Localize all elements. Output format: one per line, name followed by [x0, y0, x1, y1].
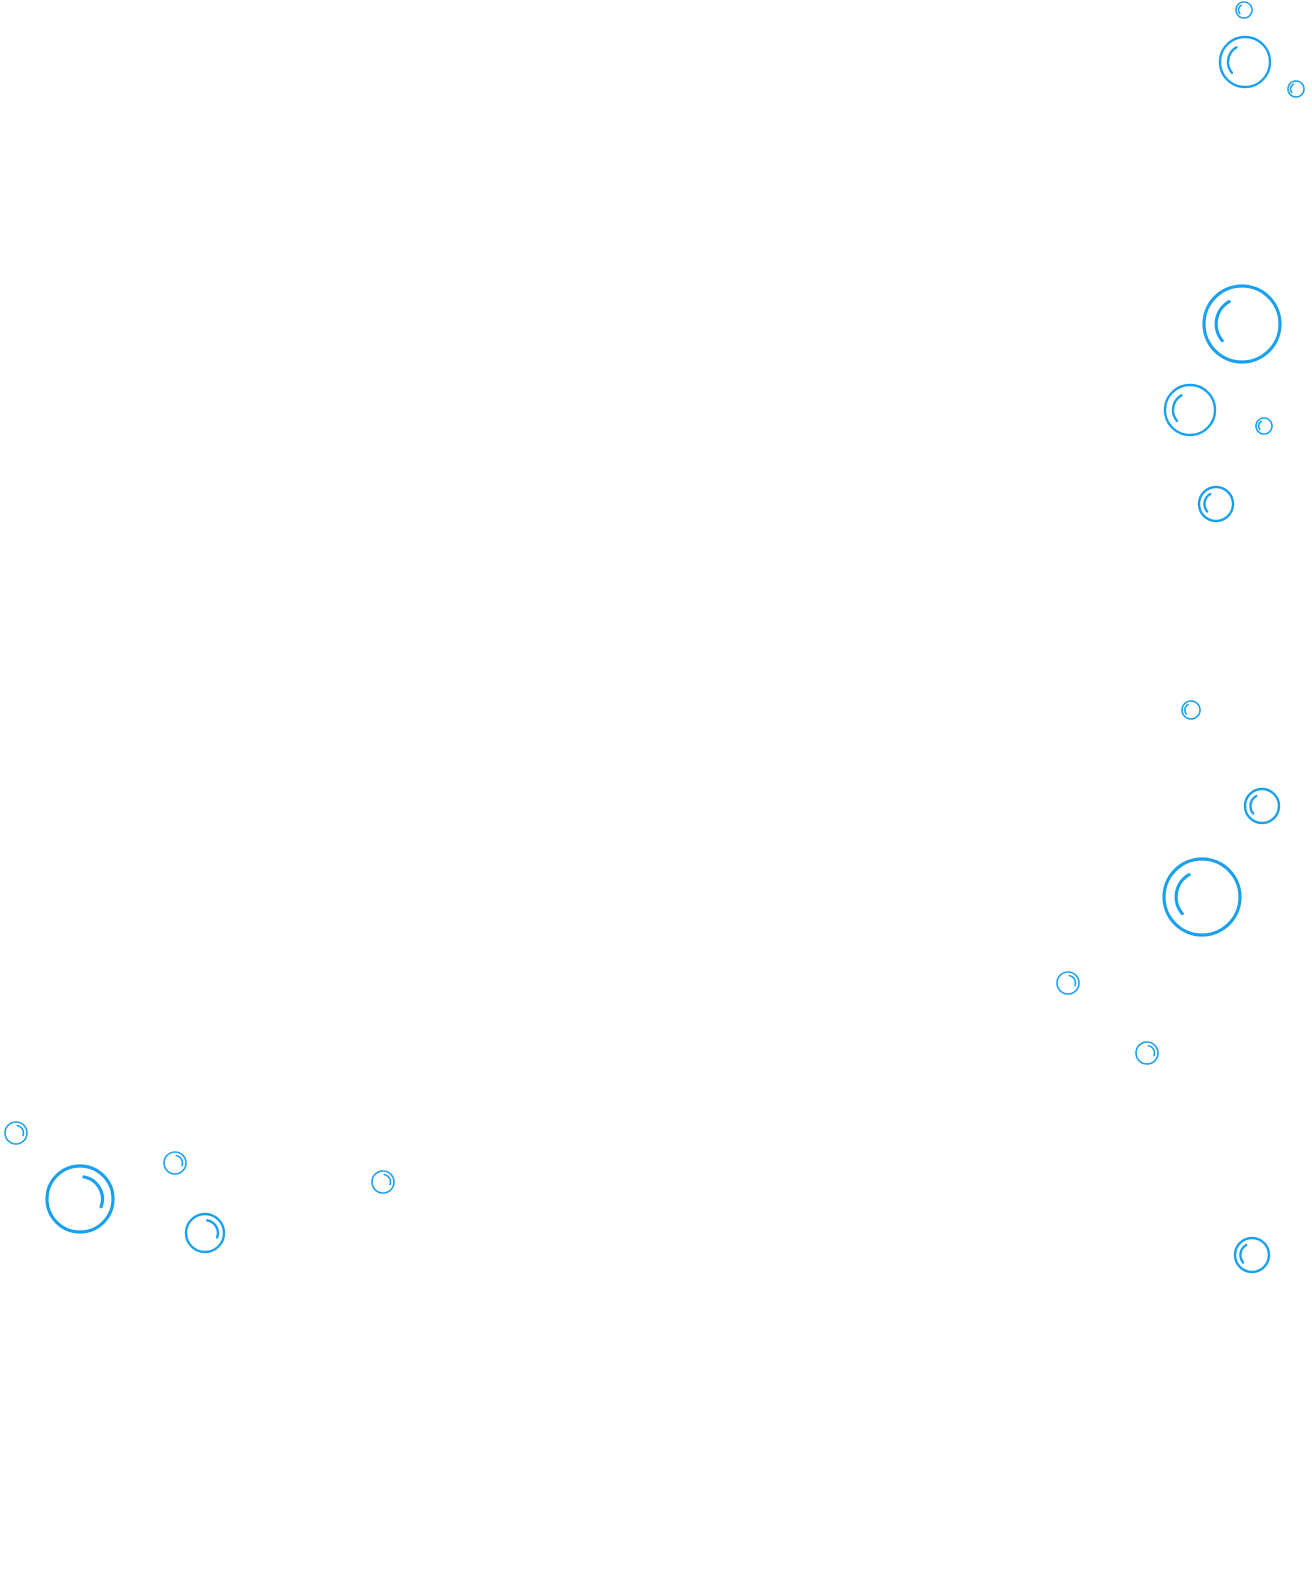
bubble-highlight: [1214, 300, 1231, 343]
bubble: [1135, 1041, 1159, 1065]
bubble-ring: [1181, 700, 1201, 720]
bubble: [1162, 857, 1242, 937]
bubble-ring: [184, 1212, 226, 1254]
bubble: [1287, 80, 1305, 98]
bubble-ring: [371, 1170, 395, 1194]
bubble-highlight: [1257, 420, 1263, 431]
bubble-highlight: [1289, 83, 1295, 94]
bubble-ring: [1243, 787, 1281, 825]
bubble-highlight: [1174, 873, 1191, 916]
bubble-highlight: [175, 1154, 184, 1167]
bubble-ring: [45, 1164, 115, 1234]
bubble: [1218, 35, 1272, 89]
bubble-ring: [163, 1151, 187, 1175]
bubble-highlight: [82, 1175, 105, 1209]
bubble-highlight: [16, 1124, 25, 1137]
bubble: [1163, 383, 1217, 437]
bubble-ring: [1255, 417, 1273, 435]
bubble: [1243, 787, 1281, 825]
bubble-ring: [1135, 1041, 1159, 1065]
bubble: [1255, 417, 1273, 435]
bubble-ring: [1197, 485, 1235, 523]
bubble-ring: [1235, 1, 1253, 19]
bubble-ring: [1287, 80, 1305, 98]
bubble: [1197, 485, 1235, 523]
bubble-ring: [1218, 35, 1272, 89]
bubble: [184, 1212, 226, 1254]
bubble-ring: [1056, 971, 1080, 995]
bubble: [45, 1164, 115, 1234]
bubble: [4, 1121, 28, 1145]
bubble-highlight: [206, 1219, 220, 1239]
bubble: [1233, 1236, 1271, 1274]
bubble-highlight: [1171, 394, 1183, 423]
bubble-highlight: [1226, 46, 1238, 75]
bubble: [1181, 700, 1201, 720]
bubble-highlight: [383, 1173, 392, 1186]
bubble-ring: [1202, 284, 1282, 364]
bubble: [1235, 1, 1253, 19]
bubble-ring: [1233, 1236, 1271, 1274]
bubble: [163, 1151, 187, 1175]
bubble: [1056, 971, 1080, 995]
bubble-highlight: [1249, 794, 1258, 815]
bubble: [1202, 284, 1282, 364]
bubble-highlight: [1239, 1243, 1248, 1264]
bubble-ring: [1162, 857, 1242, 937]
bubble-ring: [4, 1121, 28, 1145]
bubble-highlight: [1147, 1044, 1156, 1057]
bubble-highlight: [1203, 492, 1212, 513]
bubble: [371, 1170, 395, 1194]
bubble-highlight: [1237, 4, 1243, 15]
bubble-highlight: [1184, 703, 1189, 715]
bubble-ring: [1163, 383, 1217, 437]
bubble-highlight: [1068, 974, 1077, 987]
